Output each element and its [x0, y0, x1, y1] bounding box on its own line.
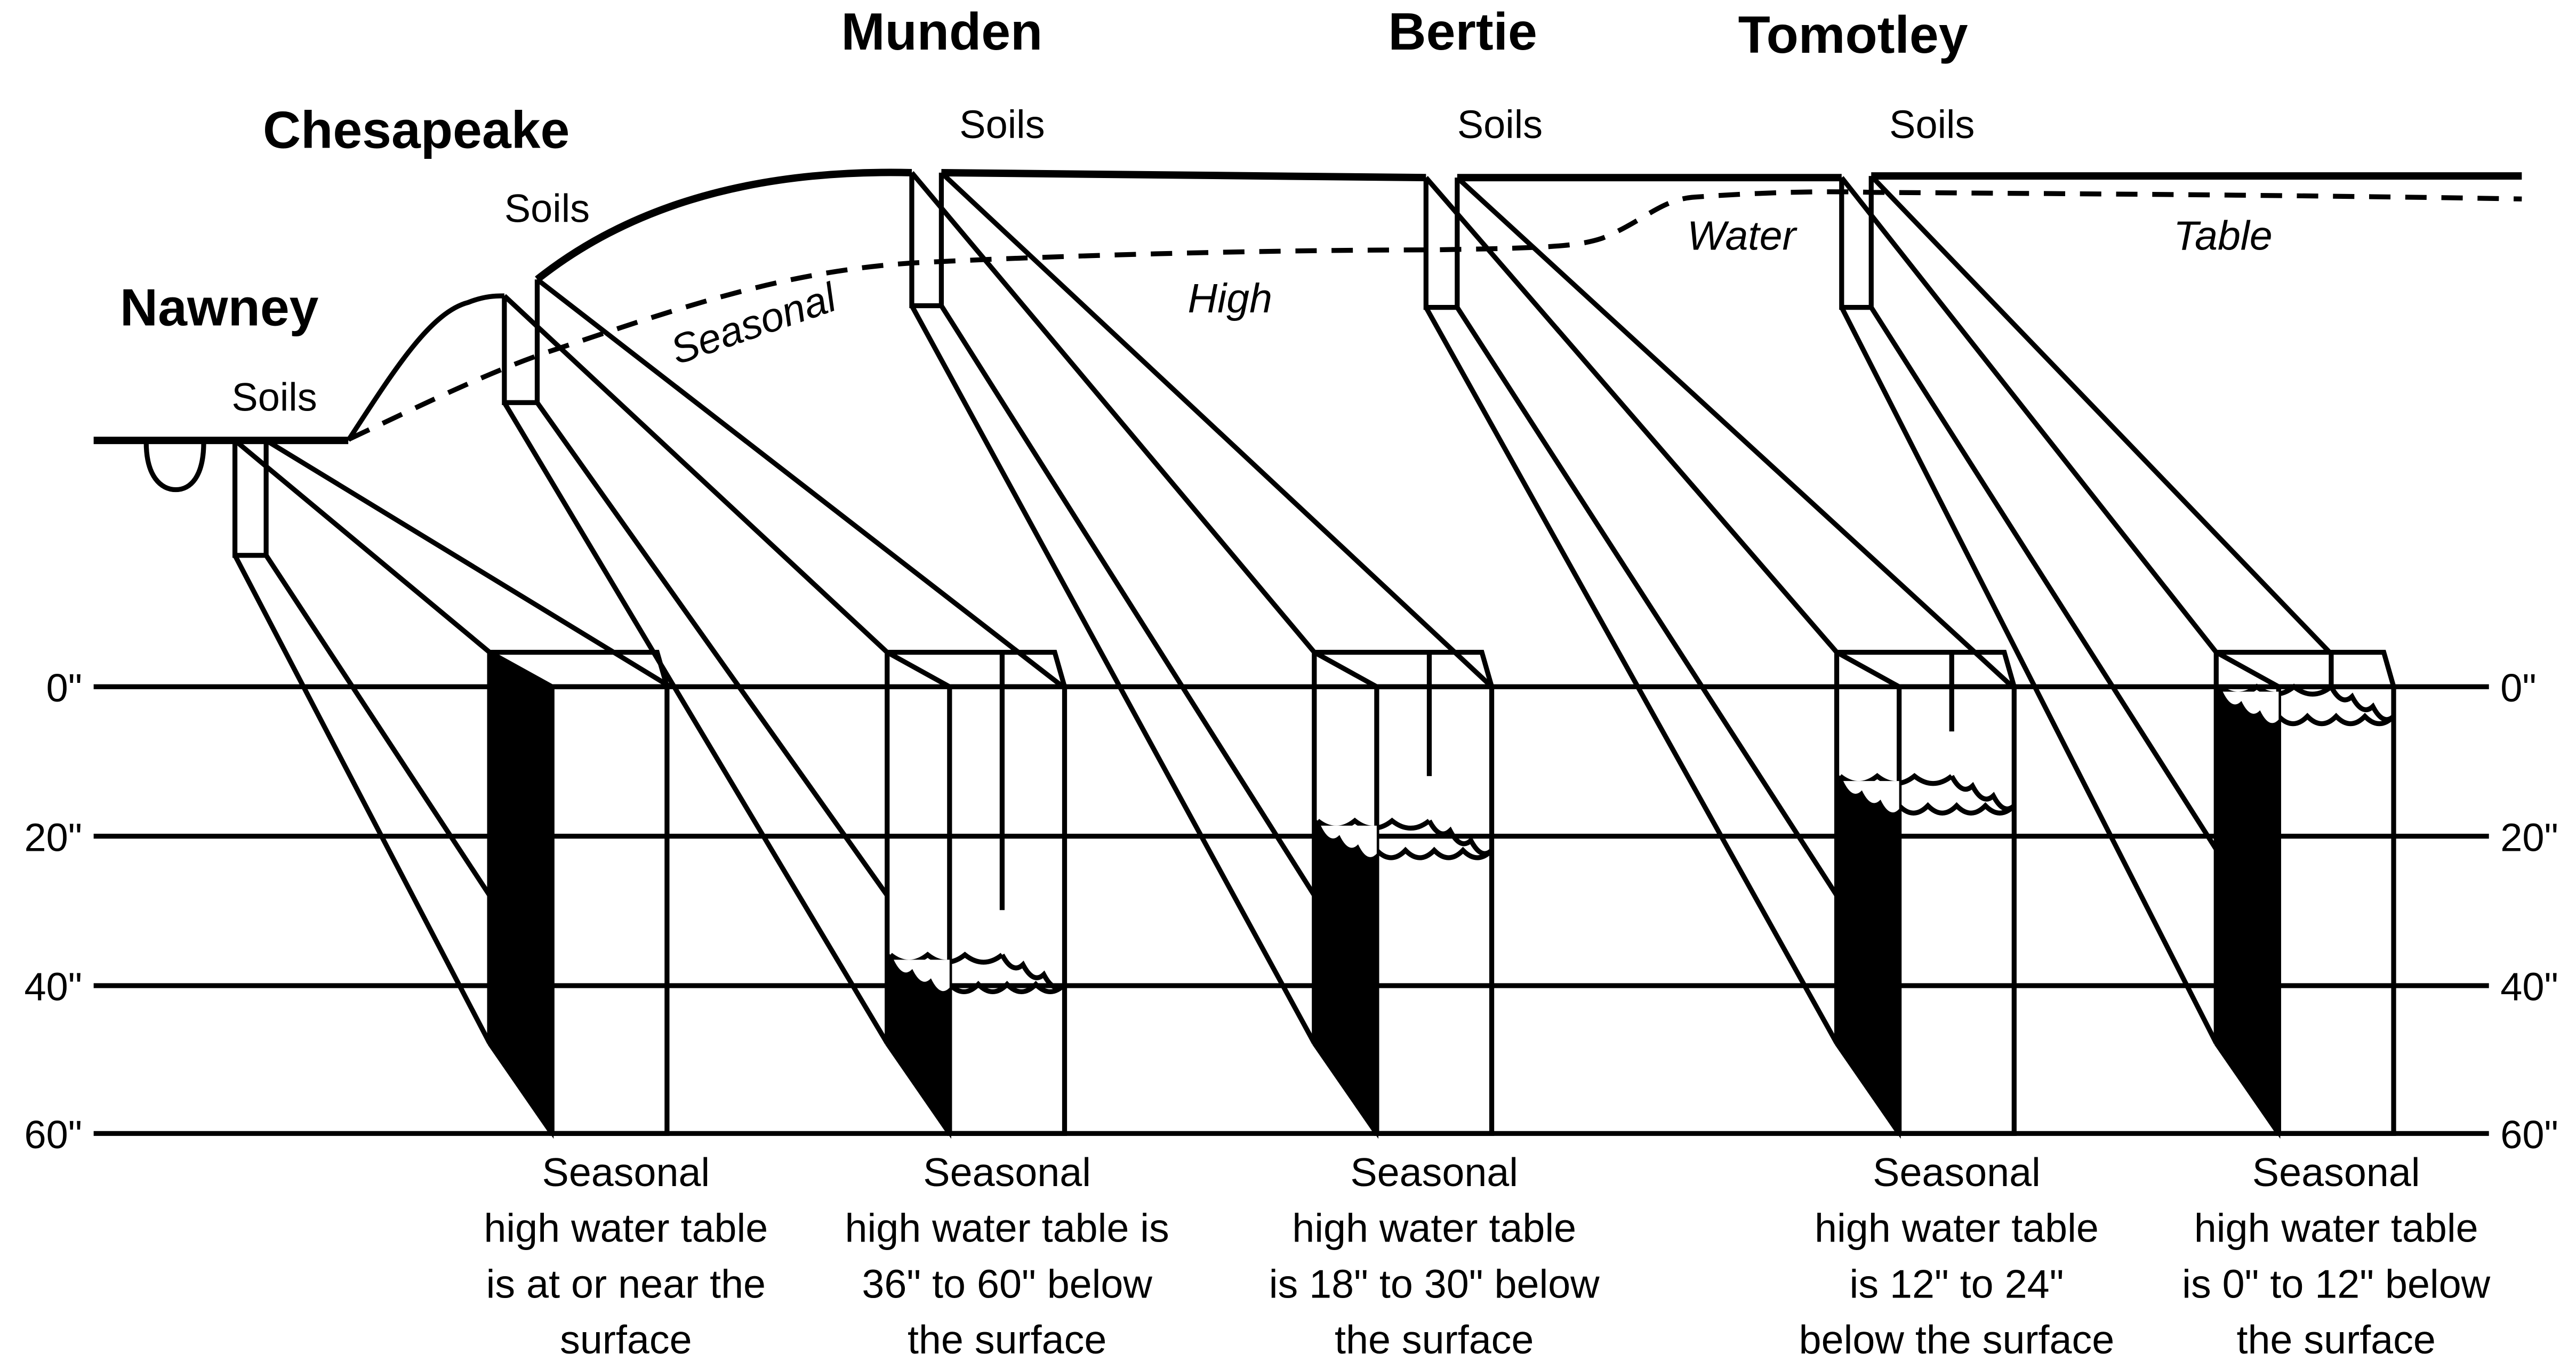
water-table-label-water: Water	[1687, 213, 1797, 259]
box-top-face	[2215, 649, 2397, 689]
caption-line: high water table	[484, 1206, 768, 1251]
water-surface-front	[1897, 802, 2016, 816]
caption-line: the surface	[908, 1317, 1106, 1362]
core-nawney	[232, 438, 269, 558]
water-surface-front	[2277, 713, 2396, 727]
depth-label-right-40: 40"	[2500, 965, 2558, 1009]
box-front-face	[549, 684, 670, 1136]
core-tomotley	[1839, 176, 1874, 310]
depth-label-right-0: 0"	[2500, 666, 2536, 710]
caption-line: the surface	[1335, 1317, 1534, 1362]
soil-title-nawney: Nawney	[120, 278, 319, 336]
box-front-face	[947, 684, 1068, 1136]
box-top-face	[1313, 649, 1495, 689]
caption-line: surface	[560, 1317, 692, 1362]
soil-sub-munden: Soils	[959, 102, 1045, 147]
box-front-face	[1374, 684, 1495, 1136]
soil-title-tomotley: Tomotley	[1738, 5, 1968, 64]
water-surface-left	[894, 960, 950, 992]
caption-line: high water table is	[845, 1206, 1169, 1251]
core-bertie	[1423, 178, 1460, 310]
soil-profile-boxes	[487, 649, 2397, 1139]
caption-line: 36" to 60" below	[862, 1261, 1152, 1306]
water-surface-left	[1321, 825, 1377, 857]
saturated-zone-side	[488, 649, 554, 1139]
water-surface-side	[1427, 819, 1494, 856]
caption-line: is 0" to 12" below	[2182, 1261, 2490, 1306]
caption-line: the surface	[2236, 1317, 2435, 1362]
depth-label-left-0: 0"	[46, 666, 82, 710]
caption-line: high water table	[1292, 1206, 1576, 1251]
caption-line: Seasonal	[2252, 1150, 2420, 1195]
box-front-face	[1897, 684, 2017, 1136]
water-surface-side	[1000, 953, 1066, 990]
caption-line: high water table	[1815, 1206, 2099, 1251]
depth-grid	[93, 684, 2489, 1136]
water-surface-front	[948, 980, 1066, 994]
core-munden	[909, 172, 944, 309]
saturated-zone-side	[1835, 773, 1901, 1139]
profile-box-nawney	[487, 649, 671, 1139]
water-surface-left	[2222, 691, 2279, 723]
soil-title-bertie: Bertie	[1388, 2, 1537, 61]
profile-box-bertie	[1834, 649, 2018, 1139]
water-table-label-high: High	[1188, 276, 1272, 321]
core-chesapeake	[502, 279, 540, 405]
profile-box-tomotley	[2213, 649, 2397, 1139]
soil-sub-tomotley: Soils	[1889, 102, 1975, 147]
box-bottom-bevel	[1312, 1042, 1379, 1135]
depth-label-right-60: 60"	[2500, 1113, 2558, 1157]
caption-line: Seasonal	[542, 1150, 710, 1195]
caption-line: Seasonal	[1873, 1150, 2041, 1195]
water-surface-front	[1375, 847, 1494, 860]
caption-line: below the surface	[1799, 1317, 2115, 1362]
depth-label-left-20: 20"	[25, 815, 83, 859]
caption-line: Seasonal	[923, 1150, 1091, 1195]
captions: Seasonal high water table is at or near th…	[484, 1150, 2490, 1362]
water-table-label-seasonal: Seasonal	[665, 274, 842, 373]
box-bottom-bevel	[2214, 1042, 2281, 1135]
profile-box-chesapeake	[885, 649, 1068, 1139]
land-surface-chesapeake-hill	[346, 293, 504, 442]
saturated-zone-side	[2214, 684, 2281, 1139]
water-surface-left	[1843, 781, 1899, 813]
box-bottom-bevel	[885, 1042, 952, 1135]
box-bottom-bevel	[487, 1042, 555, 1135]
caption-line: is 18" to 30" below	[1269, 1261, 1600, 1306]
depth-label-right-20: 20"	[2500, 815, 2558, 859]
box-bottom-bevel	[1834, 1042, 1901, 1135]
box-front-face	[2276, 684, 2396, 1136]
caption-line: is at or near the	[486, 1261, 766, 1306]
depth-label-left-60: 60"	[25, 1113, 83, 1157]
land-surface-chesapeake-slope	[535, 168, 912, 283]
land-surface-munden-flat	[941, 169, 1426, 182]
water-surface-side	[1949, 775, 2016, 812]
soil-sub-chesapeake: Soils	[504, 186, 590, 230]
projection-lines	[232, 171, 2332, 1045]
depression-pit	[143, 442, 206, 493]
soil-sub-nawney: Soils	[231, 375, 317, 420]
water-table-label-table: Table	[2173, 213, 2273, 259]
profile-box-munden	[1312, 649, 1495, 1139]
depth-label-left-40: 40"	[25, 965, 83, 1009]
water-surface-side	[2329, 686, 2396, 722]
caption-line: high water table	[2194, 1206, 2478, 1251]
box-top-face	[1835, 649, 2018, 689]
soil-sub-bertie: Soils	[1457, 102, 1543, 147]
soil-title-chesapeake: Chesapeake	[263, 101, 569, 159]
soil-title-munden: Munden	[841, 2, 1042, 61]
caption-line: is 12" to 24"	[1850, 1261, 2064, 1306]
caption-line: Seasonal	[1350, 1150, 1518, 1195]
